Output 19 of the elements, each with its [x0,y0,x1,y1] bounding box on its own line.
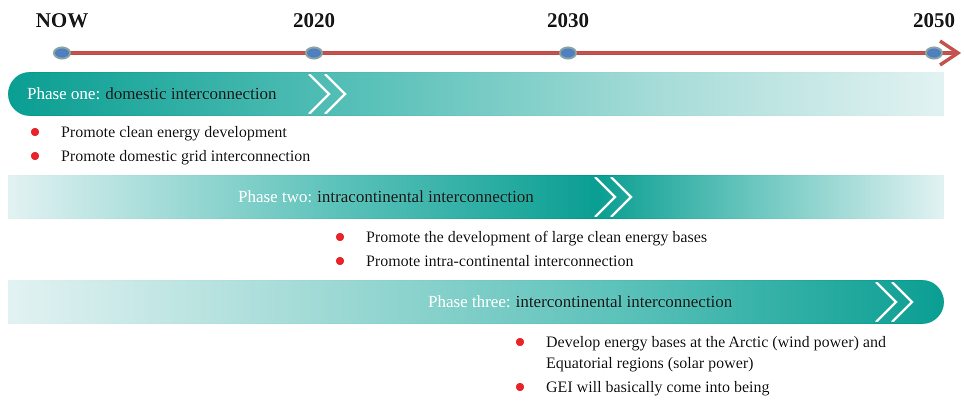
bullet-item: Promote intra-continental interconnection [336,251,836,272]
year-label: 2050 [913,8,955,33]
phase-label: Phase one: [27,84,100,104]
phase-name: domestic interconnection [105,84,277,104]
phase-band [8,72,944,116]
bullet-item: Develop energy bases at the Arctic (wind power) and Equatorial regions (solar power) [516,332,944,374]
phase-label: Phase three: [428,292,511,312]
bullet-item: Promote domestic grid interconnection [31,146,431,167]
bullet-item: Promote the development of large clean energy bases [336,227,836,248]
phase-name: intercontinental interconnection [516,292,732,312]
year-label: 2020 [293,8,335,33]
phase-band [8,175,944,219]
bullet-item: Promote clean energy development [31,122,431,143]
year-label: 2030 [547,8,589,33]
phase-name: intracontinental interconnection [317,187,534,207]
bullet-item: GEI will basically come into being [516,377,944,398]
year-label: NOW [36,8,88,33]
phase-label: Phase two: [238,187,312,207]
phase-band [8,280,944,324]
